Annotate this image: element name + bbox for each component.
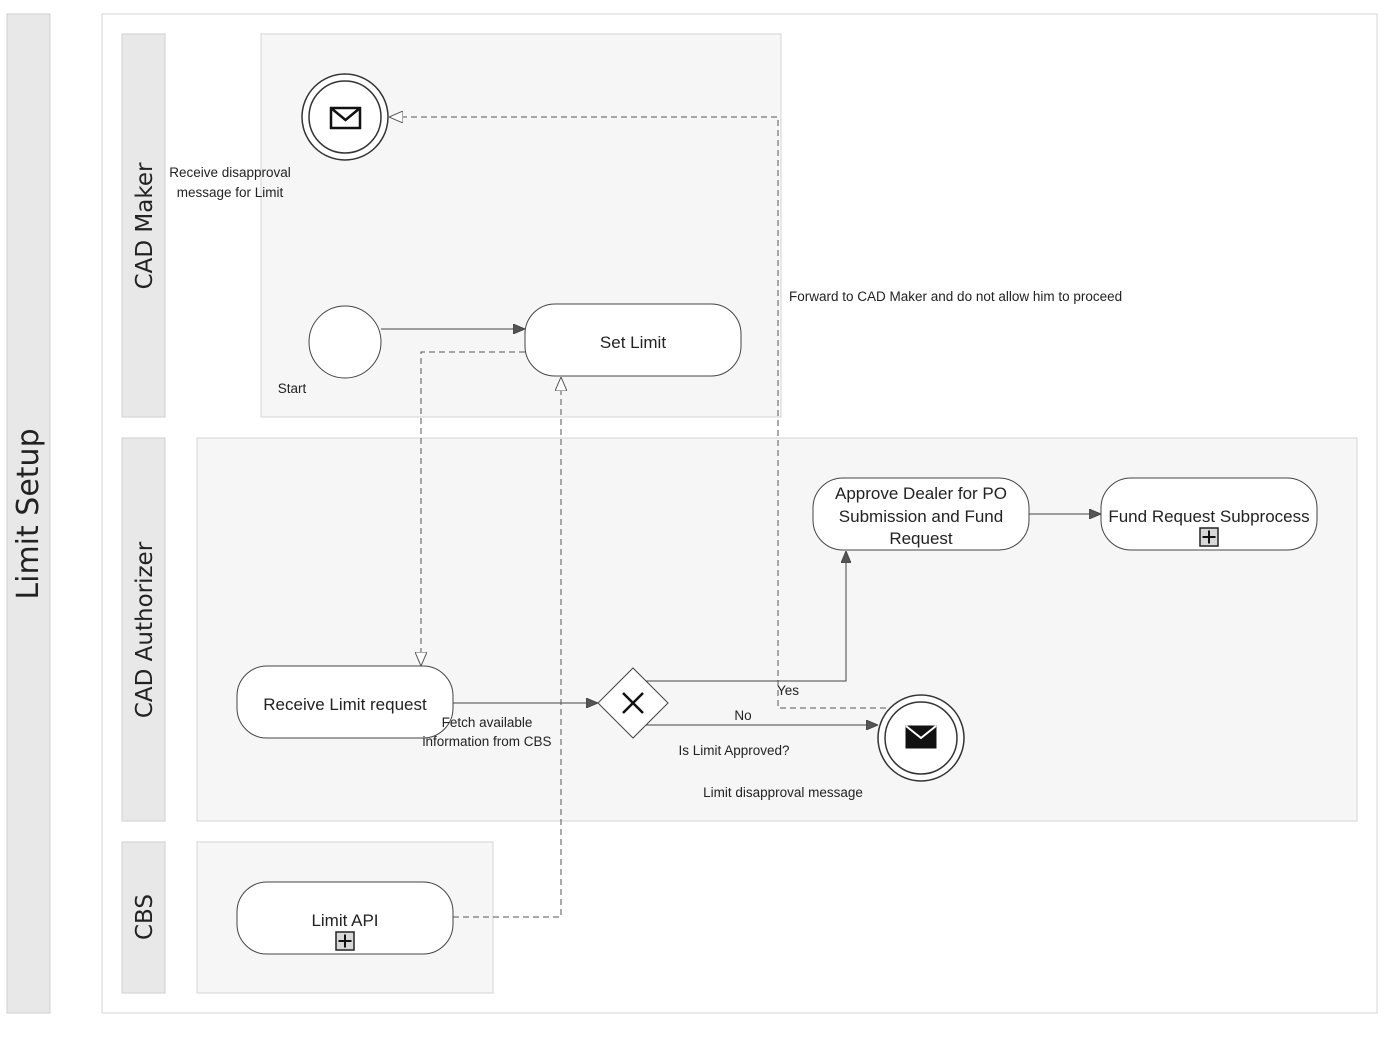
limit-api-subprocess[interactable] [236,881,454,955]
lane-header-cbs [121,841,166,994]
approve-dealer-task[interactable] [812,477,1030,551]
lane-title-cbs: CBS [132,894,158,940]
receive-disapproval-label-line2: message for Limit [177,185,284,200]
gateway-label: Is Limit Approved? [678,743,789,758]
receive-limit-request-task[interactable] [236,665,454,739]
fetch-label-line1: Fetch available [442,715,533,730]
approve-dealer-label-line1: Approve Dealer for PO [835,484,1007,503]
flow-set-limit-to-receive-request [421,351,525,666]
limit-api-label: Limit API [311,911,378,930]
pool-title: Limit Setup [11,428,46,599]
fund-request-subprocess-label: Fund Request Subprocess [1108,507,1309,526]
pool-header [6,13,51,1014]
lane-header-cad-maker [121,33,166,418]
flow-disapproval-to-cad-maker [389,117,886,709]
limit-disapproval-label: Limit disapproval message [703,785,863,800]
approve-dealer-label-line3: Request [889,529,953,548]
subprocess-expand-icon[interactable] [335,931,355,951]
lane-title-cad-maker: CAD Maker [132,162,158,289]
exclusive-gateway[interactable] [597,667,669,739]
envelope-icon [329,106,362,130]
forward-label: Forward to CAD Maker and do not allow hi… [789,289,1122,304]
limit-disapproval-end-event[interactable] [877,694,965,782]
receive-disapproval-label-line1: Receive disapproval [169,165,291,180]
flow-gateway-yes-to-approve [640,551,846,682]
filled-envelope-icon [905,725,937,749]
lane-header-cad-authorizer [121,437,166,822]
start-label: Start [278,381,307,396]
set-limit-task[interactable] [524,303,742,377]
start-event[interactable] [308,305,382,379]
approve-dealer-label-line2: Submission and Fund [839,507,1003,526]
subprocess-expand-icon[interactable] [1199,527,1219,547]
yes-label: Yes [777,683,799,698]
set-limit-label: Set Limit [600,333,666,352]
flow-limit-api-to-set-limit [453,377,561,918]
no-label: No [734,708,751,723]
lane-title-cad-authorizer: CAD Authorizer [132,541,158,718]
receive-disapproval-event[interactable] [301,73,389,161]
x-icon [622,692,644,714]
fetch-label-line2: information from CBS [422,734,551,749]
fund-request-subprocess[interactable] [1100,477,1318,551]
receive-limit-request-label: Receive Limit request [263,695,427,714]
